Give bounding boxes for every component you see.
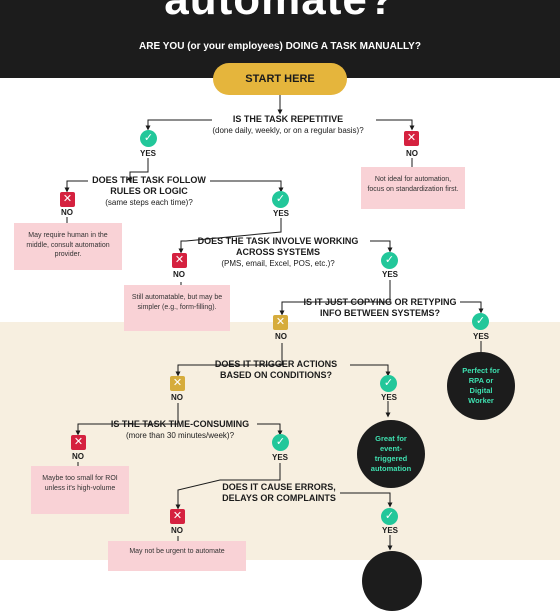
x-icon: ✕ [60,192,75,207]
question-title-line1: DOES IT TRIGGER ACTIONS [214,359,338,369]
yes-label: YES [139,149,156,158]
note-human-in-middle: May require human in the middle, consult… [14,223,122,270]
question-rules-logic: DOES THE TASK FOLLOW RULES OR LOGIC (sam… [86,175,212,208]
no-label: NO [72,452,84,461]
question-title-line1: DOES THE TASK FOLLOW [92,175,206,185]
question-title: IS THE TASK TIME-CONSUMING [110,419,250,429]
yes-label: YES [272,209,289,218]
x-icon: ✕ [170,376,185,391]
note-not-ideal: Not ideal for automation, focus on stand… [361,167,465,209]
question-title-line2: ACROSS SYSTEMS [235,247,320,257]
check-icon: ✓ [380,375,397,392]
x-icon: ✕ [273,315,288,330]
no-label: NO [61,208,73,217]
check-icon: ✓ [140,130,157,147]
question-across-systems: DOES THE TASK INVOLVE WORKING ACROSS SYS… [186,236,370,269]
question-title-line1: DOES THE TASK INVOLVE WORKING [197,236,359,246]
page-subtitle: ARE YOU (or your employees) DOING A TASK… [139,41,421,52]
question-errors-delays: DOES IT CAUSE ERRORS, DELAYS OR COMPLAIN… [214,482,344,504]
question-title-line1: DOES IT CAUSE ERRORS, [222,482,336,492]
note-too-small-roi: Maybe too small for ROI unless it's high… [31,466,129,514]
result-rpa-digital-worker: Perfect for RPA or Digital Worker [447,352,515,420]
yes-label: YES [380,393,397,402]
page-title: automate? [0,0,560,22]
question-subtext: (PMS, email, Excel, POS, etc.)? [221,259,335,268]
question-repetitive: IS THE TASK REPETITIVE (done daily, week… [200,114,376,136]
question-title-line2: RULES OR LOGIC [110,186,188,196]
check-icon: ✓ [272,191,289,208]
flow-connectors [64,95,484,551]
no-label: NO [171,393,183,402]
note-still-automatable: Still automatable, but may be simpler (e… [124,285,230,331]
question-title: IS THE TASK REPETITIVE [232,114,344,124]
question-copying-retyping: IS IT JUST COPYING OR RETYPING INFO BETW… [296,297,464,319]
question-title-line1: IS IT JUST COPYING OR RETYPING [303,297,457,307]
question-trigger-actions: DOES IT TRIGGER ACTIONS BASED ON CONDITI… [198,359,354,381]
result-circle-partial [362,551,422,611]
result-event-triggered: Great for event-triggered automation [357,420,425,488]
start-here-button: START HERE [213,63,347,95]
question-subtext: (done daily, weekly, or on a regular bas… [212,126,364,135]
question-subtext: (more than 30 minutes/week)? [125,431,235,440]
yes-label: YES [381,270,398,279]
result-text: Great for event-triggered automation [370,434,412,473]
question-subtext: (same steps each time)? [105,198,193,207]
question-title-line2: BASED ON CONDITIONS? [219,370,332,380]
x-icon: ✕ [170,509,185,524]
question-title-line2: INFO BETWEEN SYSTEMS? [319,308,440,318]
check-icon: ✓ [472,313,489,330]
no-label: NO [406,149,418,158]
yes-label: YES [271,453,288,462]
yes-label: YES [381,526,398,535]
yes-label: YES [472,332,489,341]
x-icon: ✕ [404,131,419,146]
result-text: Perfect for RPA or Digital Worker [462,366,500,405]
x-icon: ✕ [71,435,86,450]
check-icon: ✓ [272,434,289,451]
no-label: NO [275,332,287,341]
x-icon: ✕ [172,253,187,268]
note-not-urgent: May not be urgent to automate [108,541,246,571]
no-label: NO [173,270,185,279]
question-time-consuming: IS THE TASK TIME-CONSUMING (more than 30… [100,419,260,441]
check-icon: ✓ [381,508,398,525]
question-title-line2: DELAYS OR COMPLAINTS [222,493,336,503]
check-icon: ✓ [381,252,398,269]
no-label: NO [171,526,183,535]
